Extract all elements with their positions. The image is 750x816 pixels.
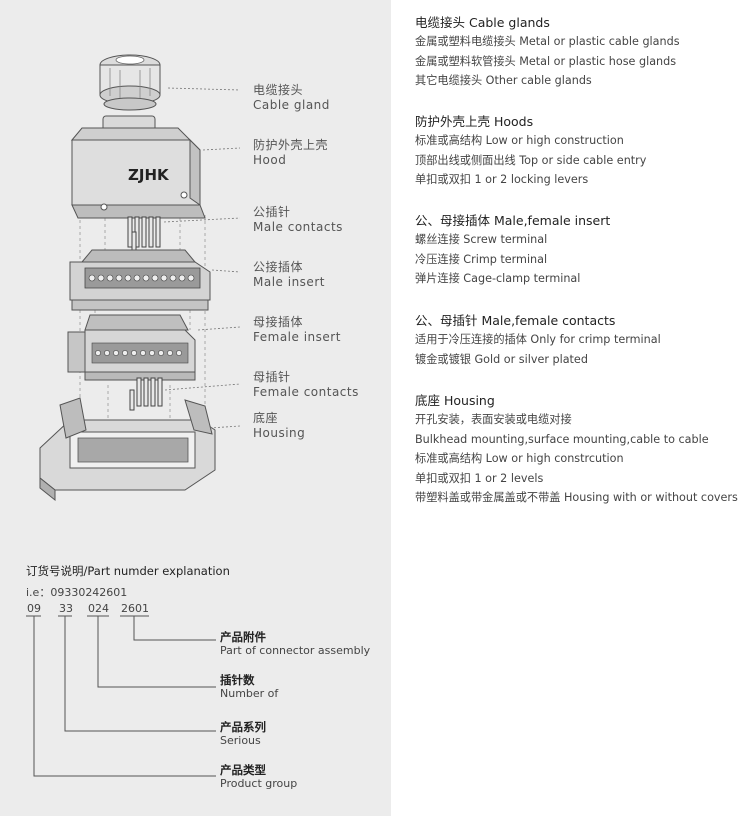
spec-title: 公、母插针 Male,female contacts <box>415 313 616 328</box>
callout-en: Male contacts <box>253 220 343 234</box>
callout-female-contacts: 母插针 Female contacts <box>253 370 359 400</box>
callout-housing: 底座 Housing <box>253 411 305 441</box>
spec-item: 适用于冷压连接的插体 Only for crimp terminal <box>415 333 661 346</box>
pn-label-en: Part of connector assembly <box>220 644 371 657</box>
male-contacts-drawing <box>127 216 161 251</box>
callout-hood: 防护外壳上壳 Hood <box>253 138 328 168</box>
spec-title: 防护外壳上壳 Hoods <box>415 114 534 129</box>
callout-cn: 母插针 <box>253 370 291 384</box>
spec-item: 标准或高结构 Low or high construction <box>415 134 624 147</box>
spec-housing: 底座 Housing 开孔安装，表面安装或电缆对接 Bulkhead mount… <box>415 392 750 508</box>
pn-label-assembly: 产品附件 Part of connector assembly <box>220 631 370 658</box>
callout-cn: 防护外壳上壳 <box>253 138 329 152</box>
spec-item: 单扣或双扣 1 or 2 levels <box>415 471 544 485</box>
female-contacts-drawing <box>129 377 163 411</box>
callout-male-contacts: 公插针 Male contacts <box>253 205 343 235</box>
spec-title: 电缆接头 Cable glands <box>415 15 550 30</box>
spec-hoods: 防护外壳上壳 Hoods 标准或高结构 Low or high construc… <box>415 113 750 190</box>
pn-label-en: Number of <box>220 687 279 700</box>
callout-cable-gland: 电缆接头 Cable gland <box>253 83 330 113</box>
pn-label-product-group: 产品类型 Product group <box>220 764 297 791</box>
cable-gland-drawing <box>99 54 161 111</box>
callout-female-insert: 母接插体 Female insert <box>253 315 341 345</box>
part-number-example: i.e：09330242601 <box>26 586 128 599</box>
callout-cn: 电缆接头 <box>253 83 304 97</box>
pn-segment-assembly: 2601 <box>121 602 149 615</box>
spec-item: 螺丝连接 Screw terminal <box>415 233 548 246</box>
spec-cable-glands: 电缆接头 Cable glands 金属或塑料电缆接头 Metal or pla… <box>415 14 750 91</box>
spec-item: 镀金或镀银 Gold or silver plated <box>415 352 588 366</box>
spec-inserts: 公、母接插体 Male,female insert 螺丝连接 Screw ter… <box>415 212 750 289</box>
spec-item: 顶部出线或侧面出线 Top or side cable entry <box>415 153 647 167</box>
spec-item: 金属或塑料电缆接头 Metal or plastic cable glands <box>415 35 680 48</box>
callout-leaders <box>163 87 241 429</box>
callout-cn: 母接插体 <box>253 315 304 329</box>
callout-en: Hood <box>253 153 287 167</box>
callout-cn: 公接插体 <box>253 260 304 274</box>
pn-label-cn: 产品系列 <box>220 720 266 734</box>
callout-cn: 底座 <box>253 411 279 425</box>
pn-label-cn: 产品类型 <box>220 763 266 777</box>
pn-segment-number-of: 024 <box>88 602 109 615</box>
exploded-view-diagram: ZJHK <box>39 54 241 502</box>
spec-item: 带塑料盖或带金属盖或不带盖 Housing with or without co… <box>415 491 738 504</box>
spec-title: 公、母接插体 Male,female insert <box>415 213 611 228</box>
pn-label-series: 产品系列 Serious <box>220 721 266 748</box>
pn-segment-series: 33 <box>59 602 73 615</box>
right-panel <box>391 0 750 816</box>
pn-label-number-of: 插针数 Number of <box>220 674 278 701</box>
callout-en: Female contacts <box>253 385 359 399</box>
part-number-leader-lines <box>26 615 216 777</box>
spec-item: 冷压连接 Crimp terminal <box>415 252 548 266</box>
pn-label-cn: 产品附件 <box>220 630 266 644</box>
callout-en: Female insert <box>253 330 341 344</box>
spec-item: 弹片连接 Cage-clamp terminal <box>415 272 581 285</box>
spec-item: 单扣或双扣 1 or 2 locking levers <box>415 173 589 186</box>
hood-drawing: ZJHK <box>70 115 206 219</box>
spec-item: 其它电缆接头 Other cable glands <box>415 74 592 87</box>
callout-male-insert: 公接插体 Male insert <box>253 260 325 290</box>
male-insert-drawing <box>69 249 211 311</box>
callout-en: Cable gland <box>253 98 330 112</box>
callout-en: Housing <box>253 426 306 440</box>
pn-label-en: Product group <box>220 777 298 790</box>
spec-item: 标准或高结构 Low or high constrcution <box>415 452 624 465</box>
spec-title: 底座 Housing <box>415 393 495 408</box>
spec-item: Bulkhead mounting,surface mounting,cable… <box>415 432 709 446</box>
pn-label-en: Serious <box>220 734 261 747</box>
female-insert-drawing <box>67 314 196 381</box>
callout-en: Male insert <box>253 275 325 289</box>
callout-cn: 公插针 <box>253 205 291 219</box>
pn-label-cn: 插针数 <box>220 673 255 687</box>
part-number-title: 订货号说明/Part numder explanation <box>26 564 230 578</box>
housing-drawing <box>39 397 216 502</box>
brand-logo: ZJHK <box>128 166 170 184</box>
spec-item: 开孔安装，表面安装或电缆对接 <box>415 413 572 426</box>
pn-segment-product-group: 09 <box>27 602 41 615</box>
spec-item: 金属或塑料软管接头 Metal or plastic hose glands <box>415 54 677 68</box>
spec-contacts: 公、母插针 Male,female contacts 适用于冷压连接的插体 On… <box>415 312 750 369</box>
